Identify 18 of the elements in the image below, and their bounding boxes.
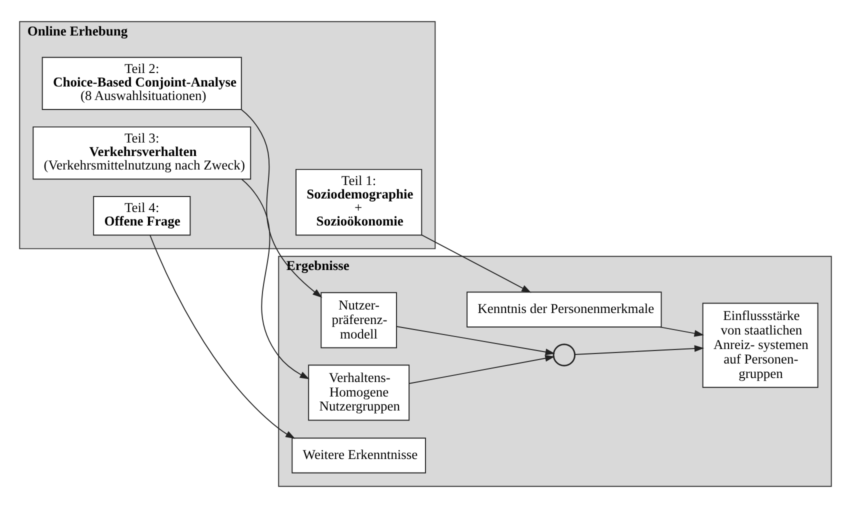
arrow — [150, 234, 296, 438]
node-box: Weitere Erkenntnisse — [292, 437, 426, 473]
arrow — [241, 178, 310, 379]
node-box: Teil 1: Soziodemographie + Sozioökonomie — [296, 168, 422, 236]
arrow — [574, 344, 704, 354]
arrow — [241, 108, 322, 298]
node-box: Kenntnis der Personenmerkmale — [466, 291, 662, 327]
arrow — [396, 326, 556, 355]
node-circle — [552, 343, 576, 366]
node-box: Nutzer- präferenz- modell — [320, 292, 397, 348]
arrow — [421, 234, 532, 292]
node-box: Teil 4: Offene Frage — [93, 196, 191, 236]
node-box: Verhaltens- Homogene Nutzergruppen — [308, 364, 410, 420]
arrow — [408, 354, 555, 384]
node-box: Einflussstärke von staatlichen Anreiz- systemen auf Personen- gruppen — [702, 302, 818, 388]
node-box: Teil 3: Verkehrsverhalten (Verkehrsmittelnutzung nach Zweck) — [32, 126, 252, 180]
node-box: Teil 2: Choice-Based Conjoint-Analyse (8 Auswahlsituationen) — [42, 56, 242, 110]
arrow — [659, 326, 704, 336]
